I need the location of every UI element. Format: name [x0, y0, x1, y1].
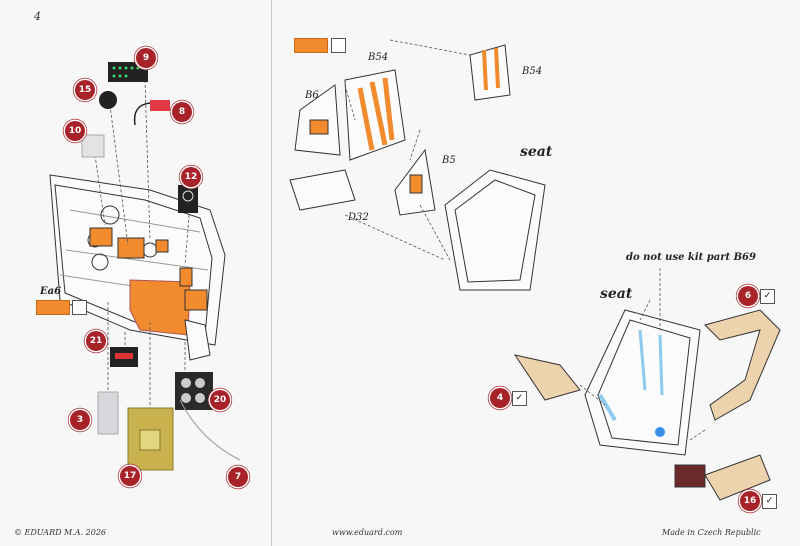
seat-assembly-top — [289, 44, 546, 291]
page-number: 4 — [34, 10, 41, 23]
check-box-16: ✓ — [762, 494, 777, 509]
callout-17: 17 — [120, 466, 140, 486]
swatch-check-box-ea6 — [72, 300, 87, 315]
label-b54-left: B54 — [368, 52, 389, 63]
label-b54-right: B54 — [522, 66, 543, 77]
seat-assembly-bottom — [513, 309, 781, 501]
part-10 — [81, 134, 105, 158]
part-8 — [150, 100, 170, 111]
callout-10: 10 — [65, 121, 85, 141]
callout-20: 20 — [210, 390, 230, 410]
callout-7: 7 — [228, 467, 248, 487]
check-box-6: ✓ — [760, 289, 775, 304]
part-20 — [175, 372, 213, 410]
footer-copyright: © EDUARD M.A. 2026 — [14, 528, 107, 537]
part-3 — [97, 391, 119, 435]
label-b6: B6 — [305, 90, 319, 101]
callout-4: 4 — [490, 388, 510, 408]
callout-15: 15 — [75, 80, 95, 100]
label-d32: D32 — [348, 212, 369, 223]
footer-website: www.eduard.com — [332, 528, 403, 537]
swatch-check-box-top — [331, 38, 346, 53]
label-seat-top: seat — [520, 144, 553, 160]
orange-color-swatch-top — [294, 38, 328, 53]
callout-3: 3 — [70, 410, 90, 430]
callout-6: 6 — [738, 286, 758, 306]
callout-12: 12 — [181, 167, 201, 187]
label-b5: B5 — [442, 155, 456, 166]
note-do-not-use-b69: do not use kit part B69 — [626, 252, 756, 263]
orange-color-swatch-ea6 — [36, 300, 70, 315]
callout-16: 16 — [740, 491, 760, 511]
label-seat-bottom: seat — [600, 286, 633, 302]
callout-8: 8 — [172, 102, 192, 122]
instrument-panel — [49, 174, 226, 361]
callout-21: 21 — [86, 331, 106, 351]
footer-made-in: Made in Czech Republic — [662, 528, 761, 537]
dial-part-15 — [99, 91, 117, 109]
callout-9: 9 — [136, 48, 156, 68]
check-box-4: ✓ — [512, 391, 527, 406]
part-12 — [178, 185, 198, 213]
label-ea6: Ea6 — [40, 286, 62, 297]
page-fold — [271, 0, 272, 546]
